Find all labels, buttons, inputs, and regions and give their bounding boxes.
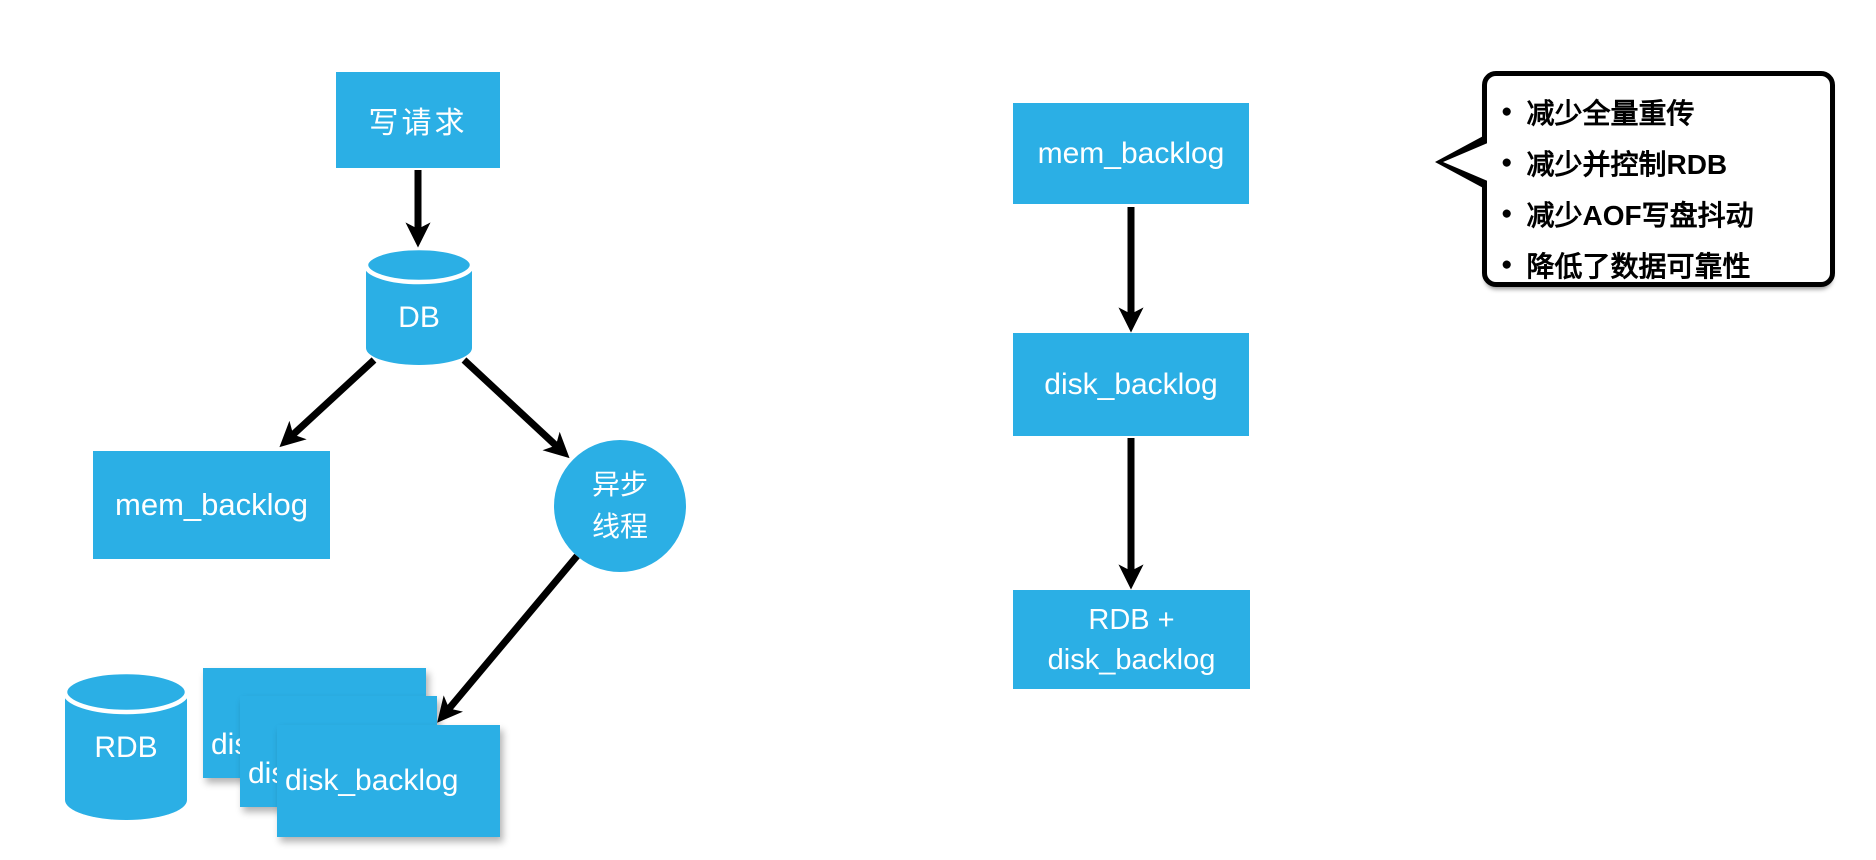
callout-item-text: 降低了数据可靠性 <box>1526 250 1751 282</box>
mem-backlog-mid-node: mem_backlog <box>1013 103 1249 204</box>
callout-item-text: 减少全量重传 <box>1526 97 1695 129</box>
callout-item: ● 降低了数据可靠性 <box>1501 239 1822 290</box>
rdb-cylinder-label-wrap: RDB <box>65 730 187 766</box>
db-label: DB <box>398 301 440 334</box>
disk-backlog-stack-label-3: disk_backlog <box>285 764 459 797</box>
async-thread-label-line1: 异步 <box>591 469 648 500</box>
callout-item-text: 减少并控制RDB <box>1526 148 1728 180</box>
bullet-icon: ● <box>1501 152 1513 173</box>
mem-backlog-left-label: mem_backlog <box>115 487 308 522</box>
rdb-plus-label-line1: RDB + <box>1088 603 1175 636</box>
callout-bubble: ● 减少全量重传 ● 减少并控制RDB ● 减少AOF写盘抖动 ● 降低了数据可… <box>1435 71 1835 290</box>
arrow-db-to-mem-backlog <box>279 357 377 448</box>
arrow-async-thread-to-disk-backlog <box>437 553 580 723</box>
disk-backlog-stack-box-3: disk_backlog <box>277 725 500 837</box>
bullet-icon: ● <box>1501 254 1513 275</box>
callout-item: ● 减少并控制RDB <box>1501 137 1822 188</box>
rdb-plus-label-line2: disk_backlog <box>1047 643 1216 676</box>
rdb-plus-disk-backlog-node: RDB + disk_backlog <box>1013 590 1250 689</box>
arrow-db-to-async-thread <box>461 357 570 459</box>
write-request-label: 写请求 <box>368 107 468 140</box>
mem-backlog-left-node: mem_backlog <box>93 451 330 559</box>
write-request-node: 写请求 <box>336 72 500 168</box>
disk-backlog-mid-label: disk_backlog <box>1044 367 1218 401</box>
async-thread-node: 异步 线程 <box>554 440 686 572</box>
callout-item: ● 减少全量重传 <box>1501 86 1822 137</box>
callout-notch-fill <box>1443 142 1490 182</box>
bullet-icon: ● <box>1501 101 1513 122</box>
callout-list: ● 减少全量重传 ● 减少并控制RDB ● 减少AOF写盘抖动 ● 降低了数据可… <box>1487 76 1830 290</box>
disk-backlog-mid-node: disk_backlog <box>1013 333 1249 436</box>
async-thread-label-line2: 线程 <box>591 511 648 542</box>
callout-item: ● 减少AOF写盘抖动 <box>1501 188 1822 239</box>
mem-backlog-mid-label: mem_backlog <box>1037 136 1225 170</box>
callout-item-text: 减少AOF写盘抖动 <box>1526 199 1754 231</box>
bullet-icon: ● <box>1501 203 1513 224</box>
db-cylinder-label-wrap: DB <box>366 300 472 336</box>
rdb-label: RDB <box>94 731 158 764</box>
